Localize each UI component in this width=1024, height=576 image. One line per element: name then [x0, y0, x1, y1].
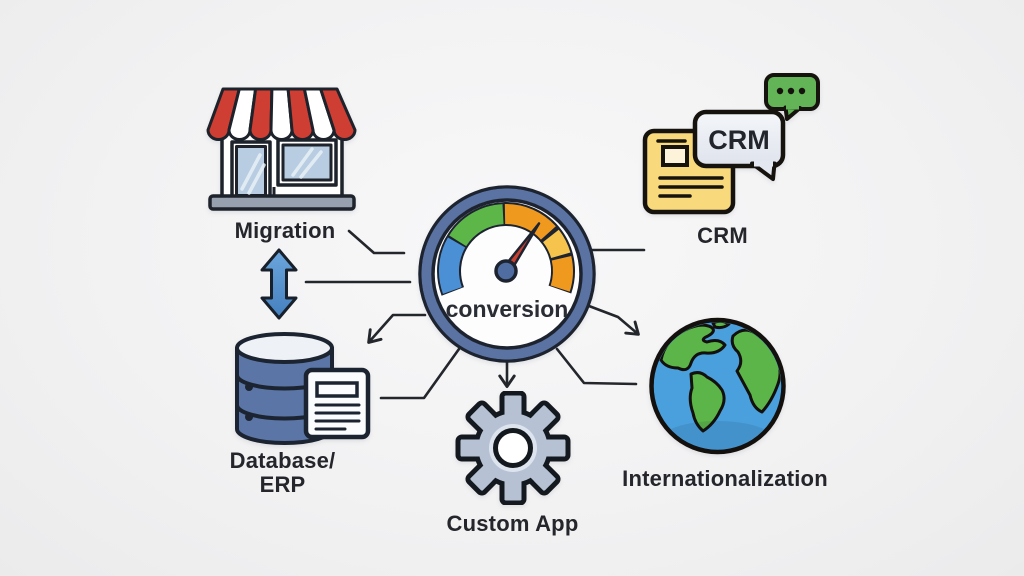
gauge-segment-green — [449, 204, 505, 247]
conversion-gauge-icon — [418, 185, 596, 363]
gauge-label: conversion — [445, 296, 569, 322]
label-custom-app: Custom App — [446, 511, 579, 536]
ellipsis-dots — [776, 87, 806, 95]
label-database: Database/ ERP — [200, 449, 365, 497]
label-internationalization: Internationalization — [622, 466, 828, 491]
sync-double-arrow-icon — [260, 248, 298, 320]
crm-icon-group: CRM — [642, 73, 820, 215]
gear-icon — [455, 391, 571, 505]
gauge-segment-orange — [504, 204, 556, 240]
label-crm: CRM — [697, 223, 748, 248]
document-icon — [303, 367, 371, 440]
arrow-gauge-to-internationalization — [587, 304, 640, 336]
gauge-segment-orange-2 — [550, 255, 573, 292]
line-gauge-to-globe — [555, 347, 638, 386]
line-gauge-to-document — [379, 347, 461, 400]
storefront-icon — [206, 87, 357, 211]
label-migration: Migration — [234, 218, 336, 243]
crm-bubble-text: CRM — [708, 125, 770, 155]
gauge-segment-light-orange — [542, 229, 571, 259]
arrow-gauge-to-database — [367, 313, 427, 344]
line-migration-to-gauge — [347, 229, 406, 255]
gauge-hub — [494, 259, 518, 283]
label-database-line1: Database/ — [229, 448, 336, 473]
label-database-line2: ERP — [259, 471, 306, 497]
database-cylinder-icon — [235, 332, 371, 445]
chat-bubble-icon: CRM — [692, 109, 786, 181]
ellipsis-chat-bubble-icon — [764, 73, 820, 121]
gauge-segment-blue — [438, 237, 466, 294]
globe-icon — [649, 317, 786, 455]
